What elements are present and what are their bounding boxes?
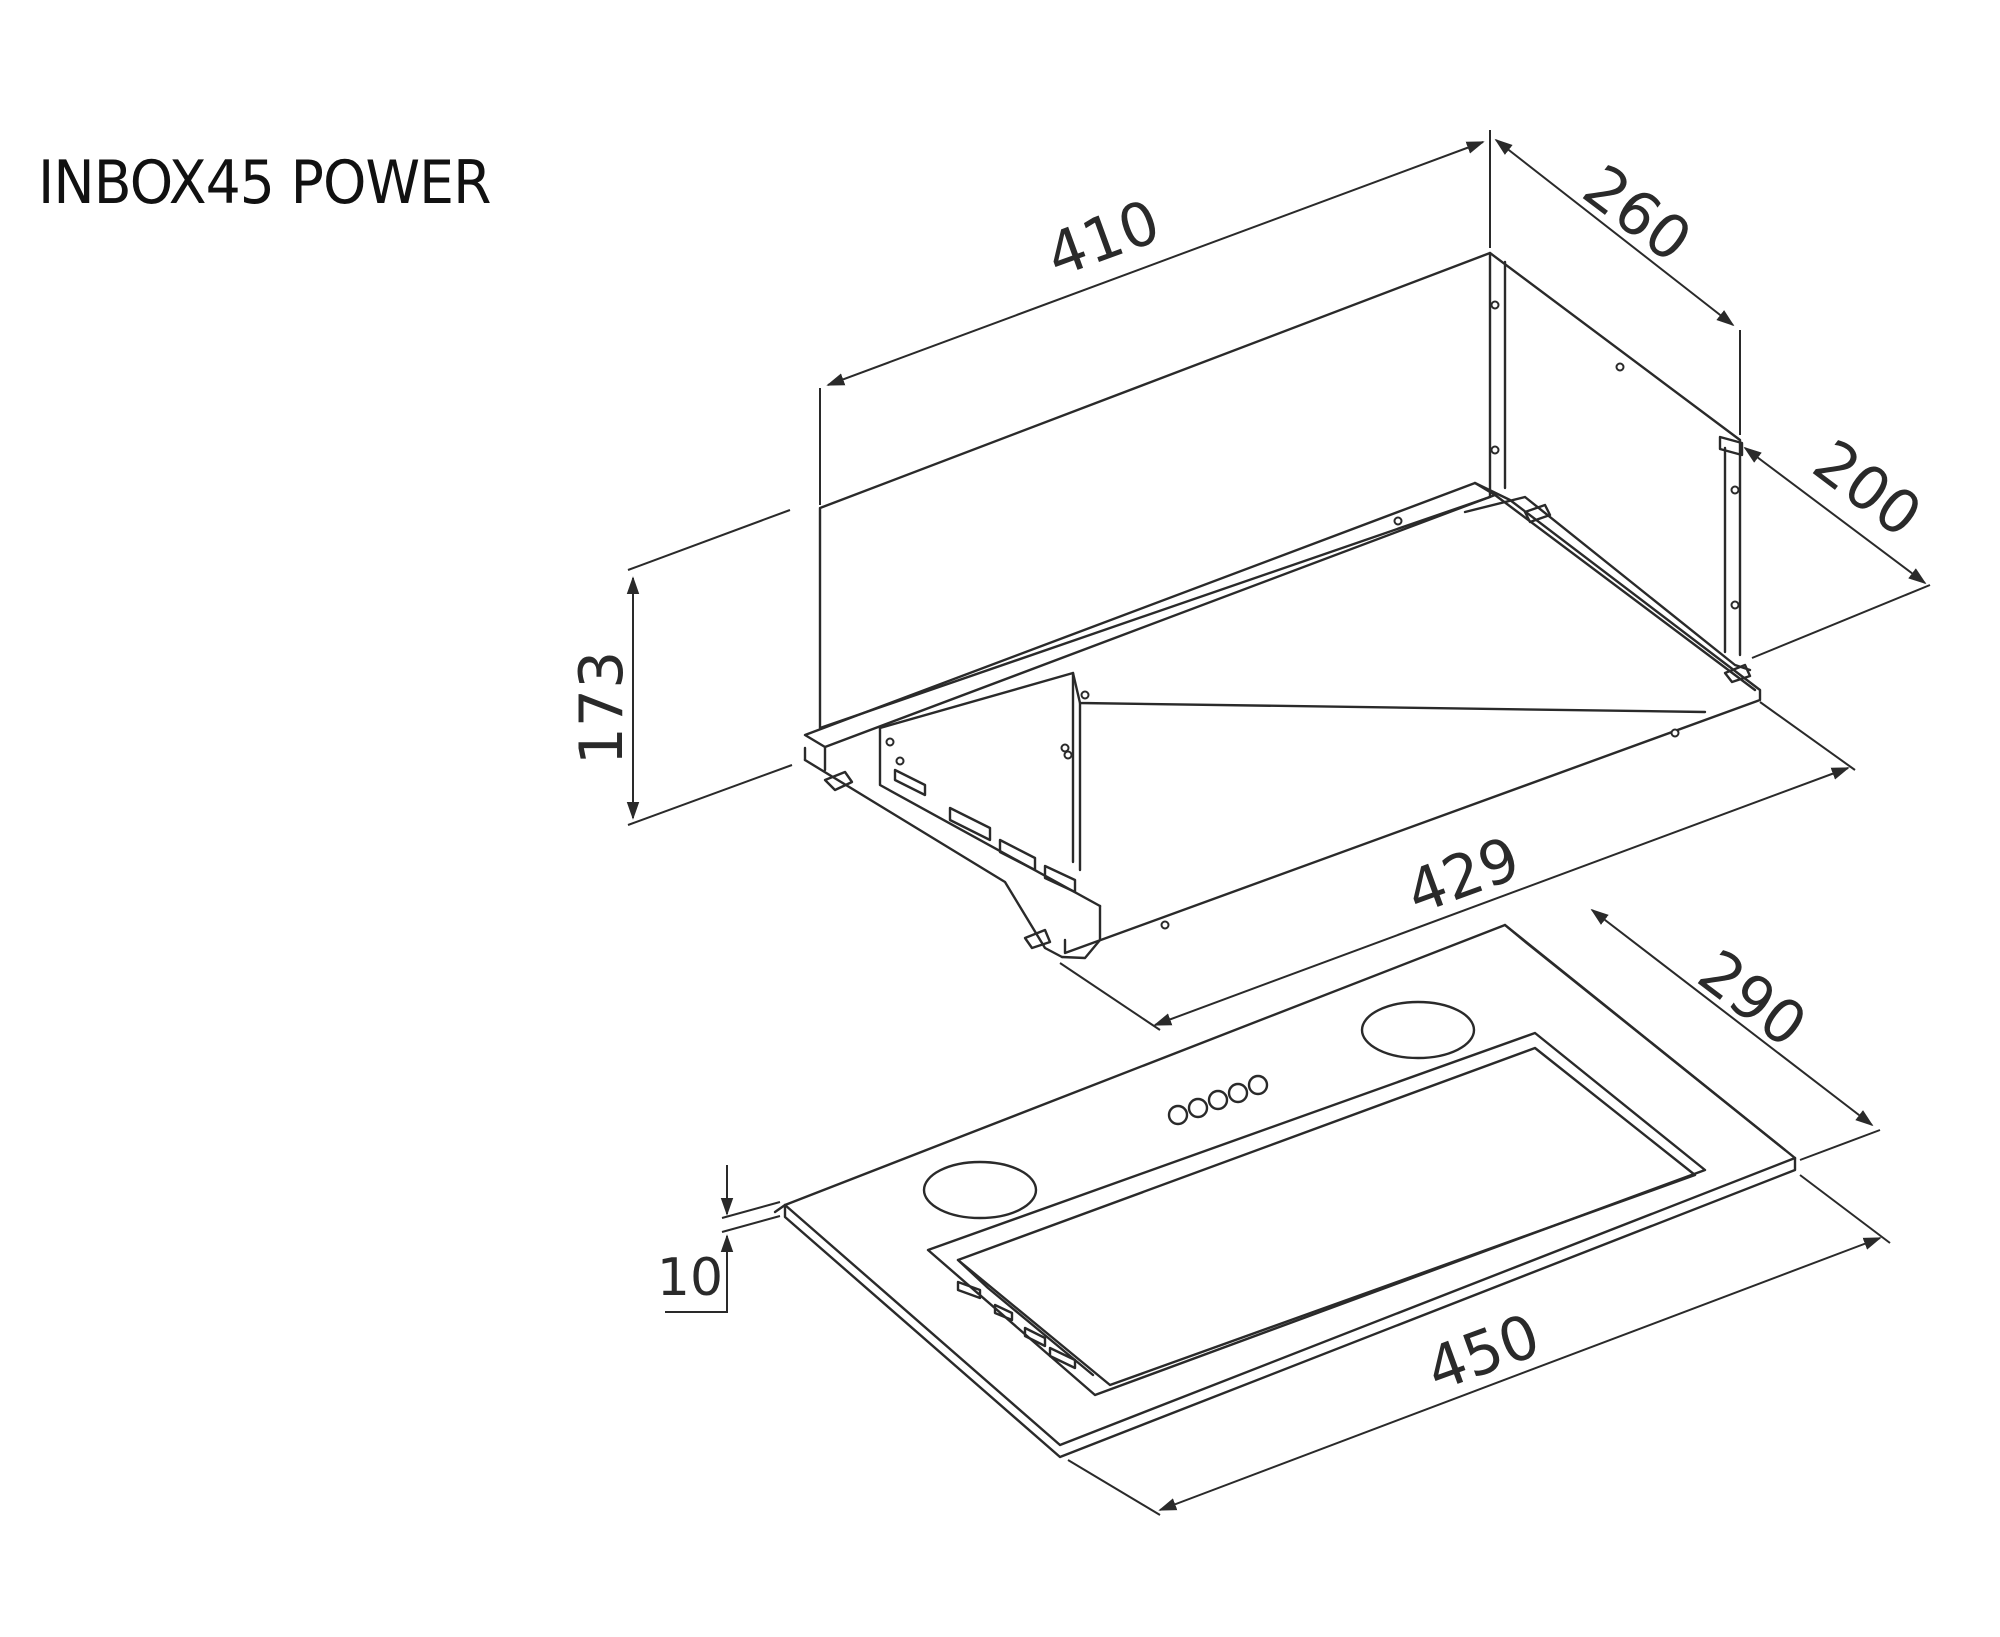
dim-label-173: 173 xyxy=(567,651,637,766)
dim-label-260: 260 xyxy=(1570,152,1704,277)
dim-label-290: 290 xyxy=(1685,937,1819,1062)
dim-label-450: 450 xyxy=(1417,1301,1549,1406)
light-spot-right xyxy=(1360,1000,1476,1060)
light-spot-left xyxy=(922,1160,1038,1220)
dimension-lines xyxy=(626,130,1931,1516)
control-buttons xyxy=(1167,1074,1269,1126)
screw-holes xyxy=(885,300,1740,930)
product-title: INBOX45 POWER xyxy=(38,148,492,218)
dim-label-10: 10 xyxy=(657,1248,723,1308)
dim-label-429: 429 xyxy=(1397,824,1529,929)
dim-label-410: 410 xyxy=(1037,187,1169,292)
glass-panel xyxy=(773,923,1797,1459)
dim-label-200: 200 xyxy=(1800,427,1934,552)
hood-body xyxy=(803,251,1762,960)
